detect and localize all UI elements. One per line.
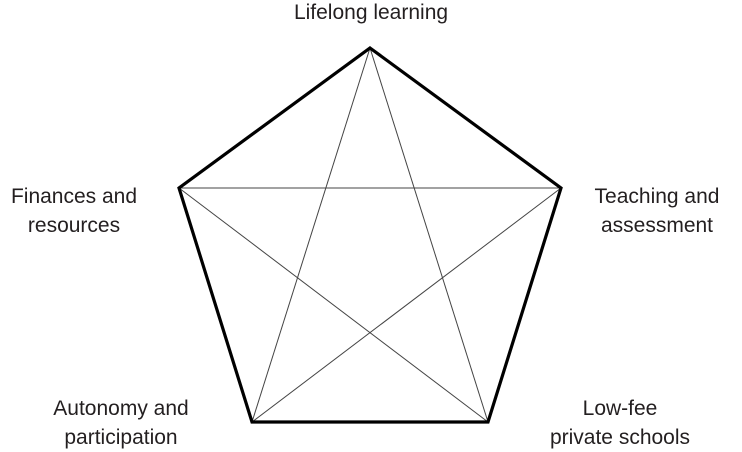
node-label-line: resources bbox=[27, 214, 121, 237]
node-label-top: Lifelong learning bbox=[221, 0, 521, 27]
node-label-line: Lifelong learning bbox=[293, 1, 449, 24]
node-label-line: private schools bbox=[549, 426, 691, 449]
node-label-left: Finances and resources bbox=[0, 182, 158, 240]
node-label-line: participation bbox=[64, 426, 178, 449]
node-label-line: Teaching and bbox=[594, 185, 720, 208]
node-label-bottom-right: Low-fee private schools bbox=[520, 394, 720, 452]
node-label-line: Low-fee bbox=[582, 397, 658, 420]
diagonal-top-bottom-left bbox=[251, 47, 371, 423]
node-label-bottom-left: Autonomy and participation bbox=[21, 394, 221, 452]
node-label-line: Autonomy and bbox=[53, 397, 189, 420]
node-label-line: Finances and bbox=[10, 185, 138, 208]
node-label-line: assessment bbox=[600, 214, 714, 237]
pentagon-outline bbox=[177, 46, 563, 424]
diagonal-top-bottom-right bbox=[369, 47, 489, 423]
node-label-right: Teaching and assessment bbox=[566, 182, 742, 240]
diagonal-right-bottom-left bbox=[251, 187, 562, 423]
diagonal-left-bottom-right bbox=[178, 187, 489, 423]
